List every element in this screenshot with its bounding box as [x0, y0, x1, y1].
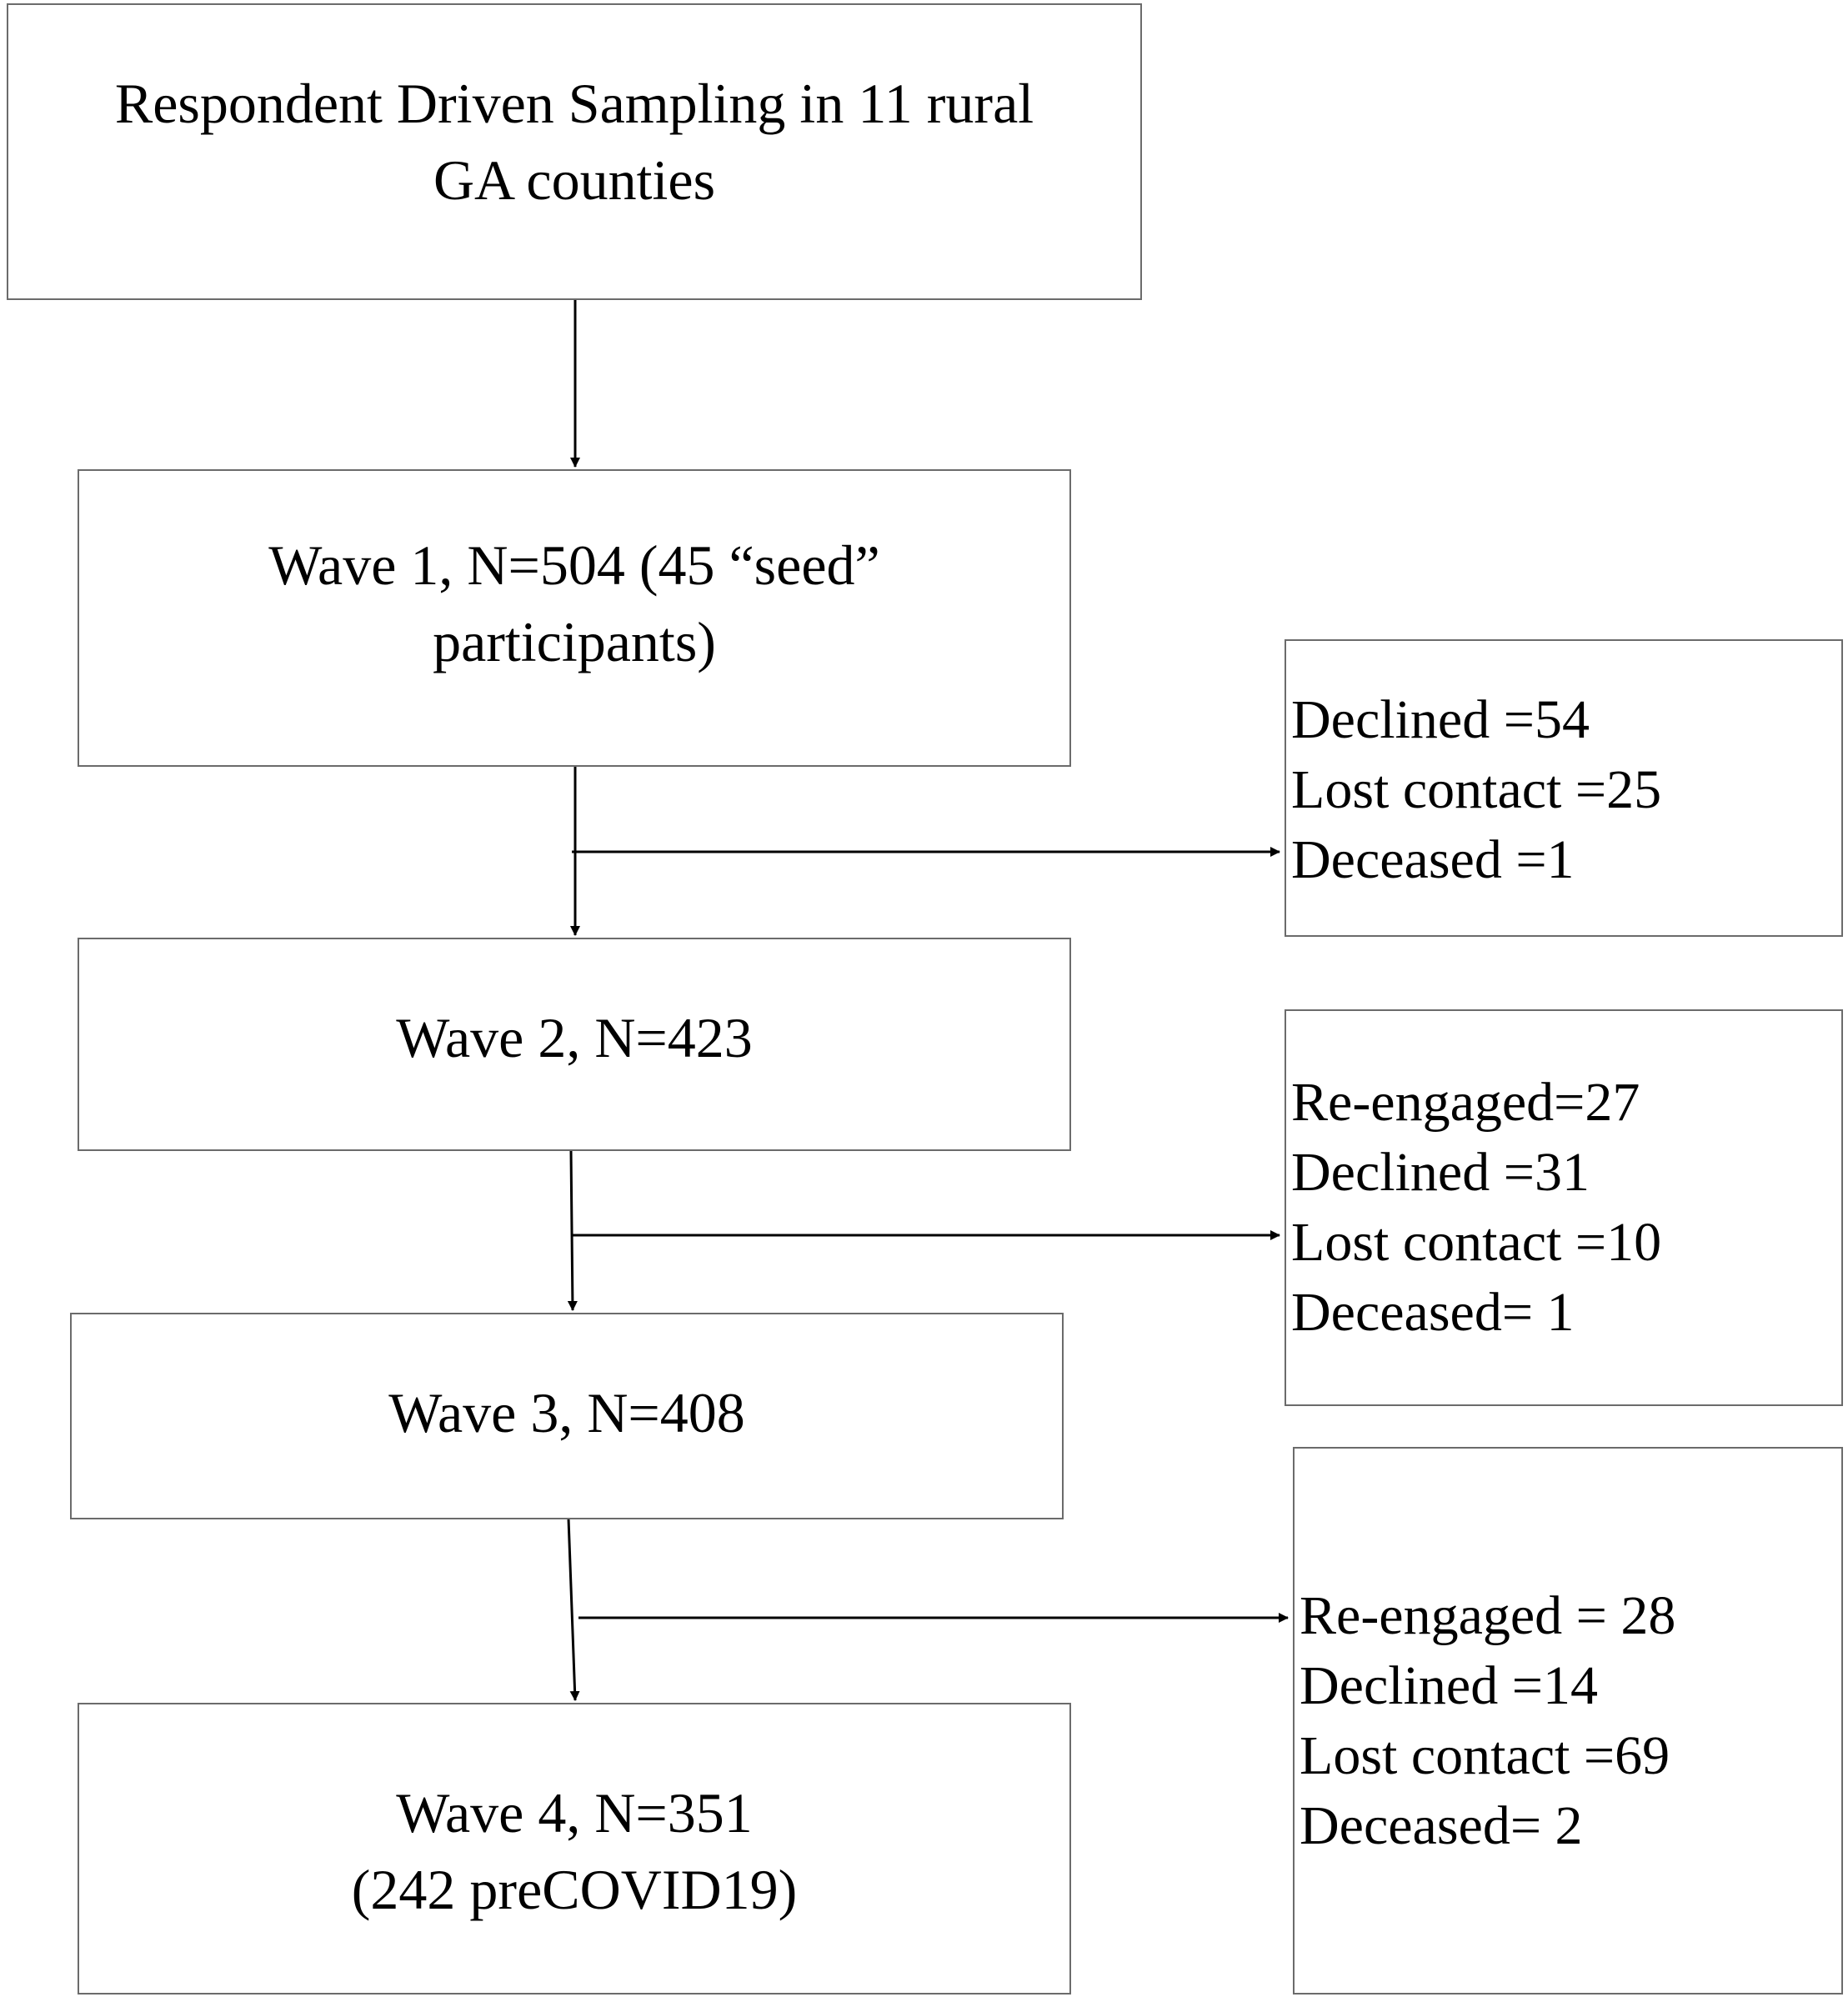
- attrition3-declined: Declined =14: [1300, 1655, 1598, 1716]
- sampling-line-2: GA counties: [433, 148, 716, 212]
- wave1-text: Wave 1, N=504 (45 “seed” participants): [79, 527, 1069, 680]
- arrow-wave2-to-wave3: [567, 1149, 578, 1311]
- attrition3-deceased: Deceased= 2: [1300, 1795, 1583, 1856]
- wave3-box: Wave 3, N=408: [70, 1313, 1064, 1519]
- wave4-text: Wave 4, N=351 (242 preCOVID19): [79, 1774, 1069, 1928]
- attrition-text-3: Re-engaged = 28 Declined =14 Lost contac…: [1300, 1581, 1675, 1861]
- sampling-line-1: Respondent Driven Sampling in 11 rural: [114, 72, 1034, 135]
- attrition-box-1: [1285, 639, 1843, 937]
- wave3-text: Wave 3, N=408: [72, 1374, 1062, 1451]
- wave4-box: Wave 4, N=351 (242 preCOVID19): [78, 1703, 1071, 1994]
- wave2-text: Wave 2, N=423: [79, 999, 1069, 1076]
- wave2-box: Wave 2, N=423: [78, 938, 1071, 1151]
- sampling-box: Respondent Driven Sampling in 11 rural G…: [7, 3, 1142, 300]
- attrition1-declined: Declined =54: [1291, 689, 1590, 750]
- arrow-wave3-to-wave4: [567, 1518, 580, 1701]
- wave1-line-1: Wave 1, N=504 (45 “seed”: [268, 533, 880, 597]
- wave1-line-2: participants): [433, 610, 716, 673]
- attrition3-lost-contact: Lost contact =69: [1300, 1725, 1670, 1786]
- attrition-text-2: Re-engaged=27 Declined =31 Lost contact …: [1291, 1068, 1661, 1348]
- attrition-box-3: [1293, 1447, 1843, 1994]
- wave4-line-2: (242 preCOVID19): [351, 1858, 798, 1921]
- sampling-text: Respondent Driven Sampling in 11 rural G…: [8, 65, 1140, 218]
- attrition2-lost-contact: Lost contact =10: [1291, 1212, 1662, 1273]
- wave1-box: Wave 1, N=504 (45 “seed” participants): [78, 469, 1071, 767]
- attrition2-re-engaged: Re-engaged=27: [1291, 1072, 1640, 1133]
- wave4-line-1: Wave 4, N=351: [396, 1781, 753, 1844]
- attrition-text-1: Declined =54 Lost contact =25 Deceased =…: [1291, 685, 1661, 895]
- attrition-box-2: [1285, 1009, 1843, 1406]
- attrition1-lost-contact: Lost contact =25: [1291, 759, 1662, 820]
- attrition2-declined: Declined =31: [1291, 1142, 1590, 1203]
- attrition1-deceased: Deceased =1: [1291, 829, 1575, 890]
- attrition2-deceased: Deceased= 1: [1291, 1282, 1575, 1343]
- wave3-line-1: Wave 3, N=408: [388, 1381, 745, 1444]
- wave2-line-1: Wave 2, N=423: [396, 1006, 753, 1069]
- attrition3-re-engaged: Re-engaged = 28: [1300, 1585, 1676, 1646]
